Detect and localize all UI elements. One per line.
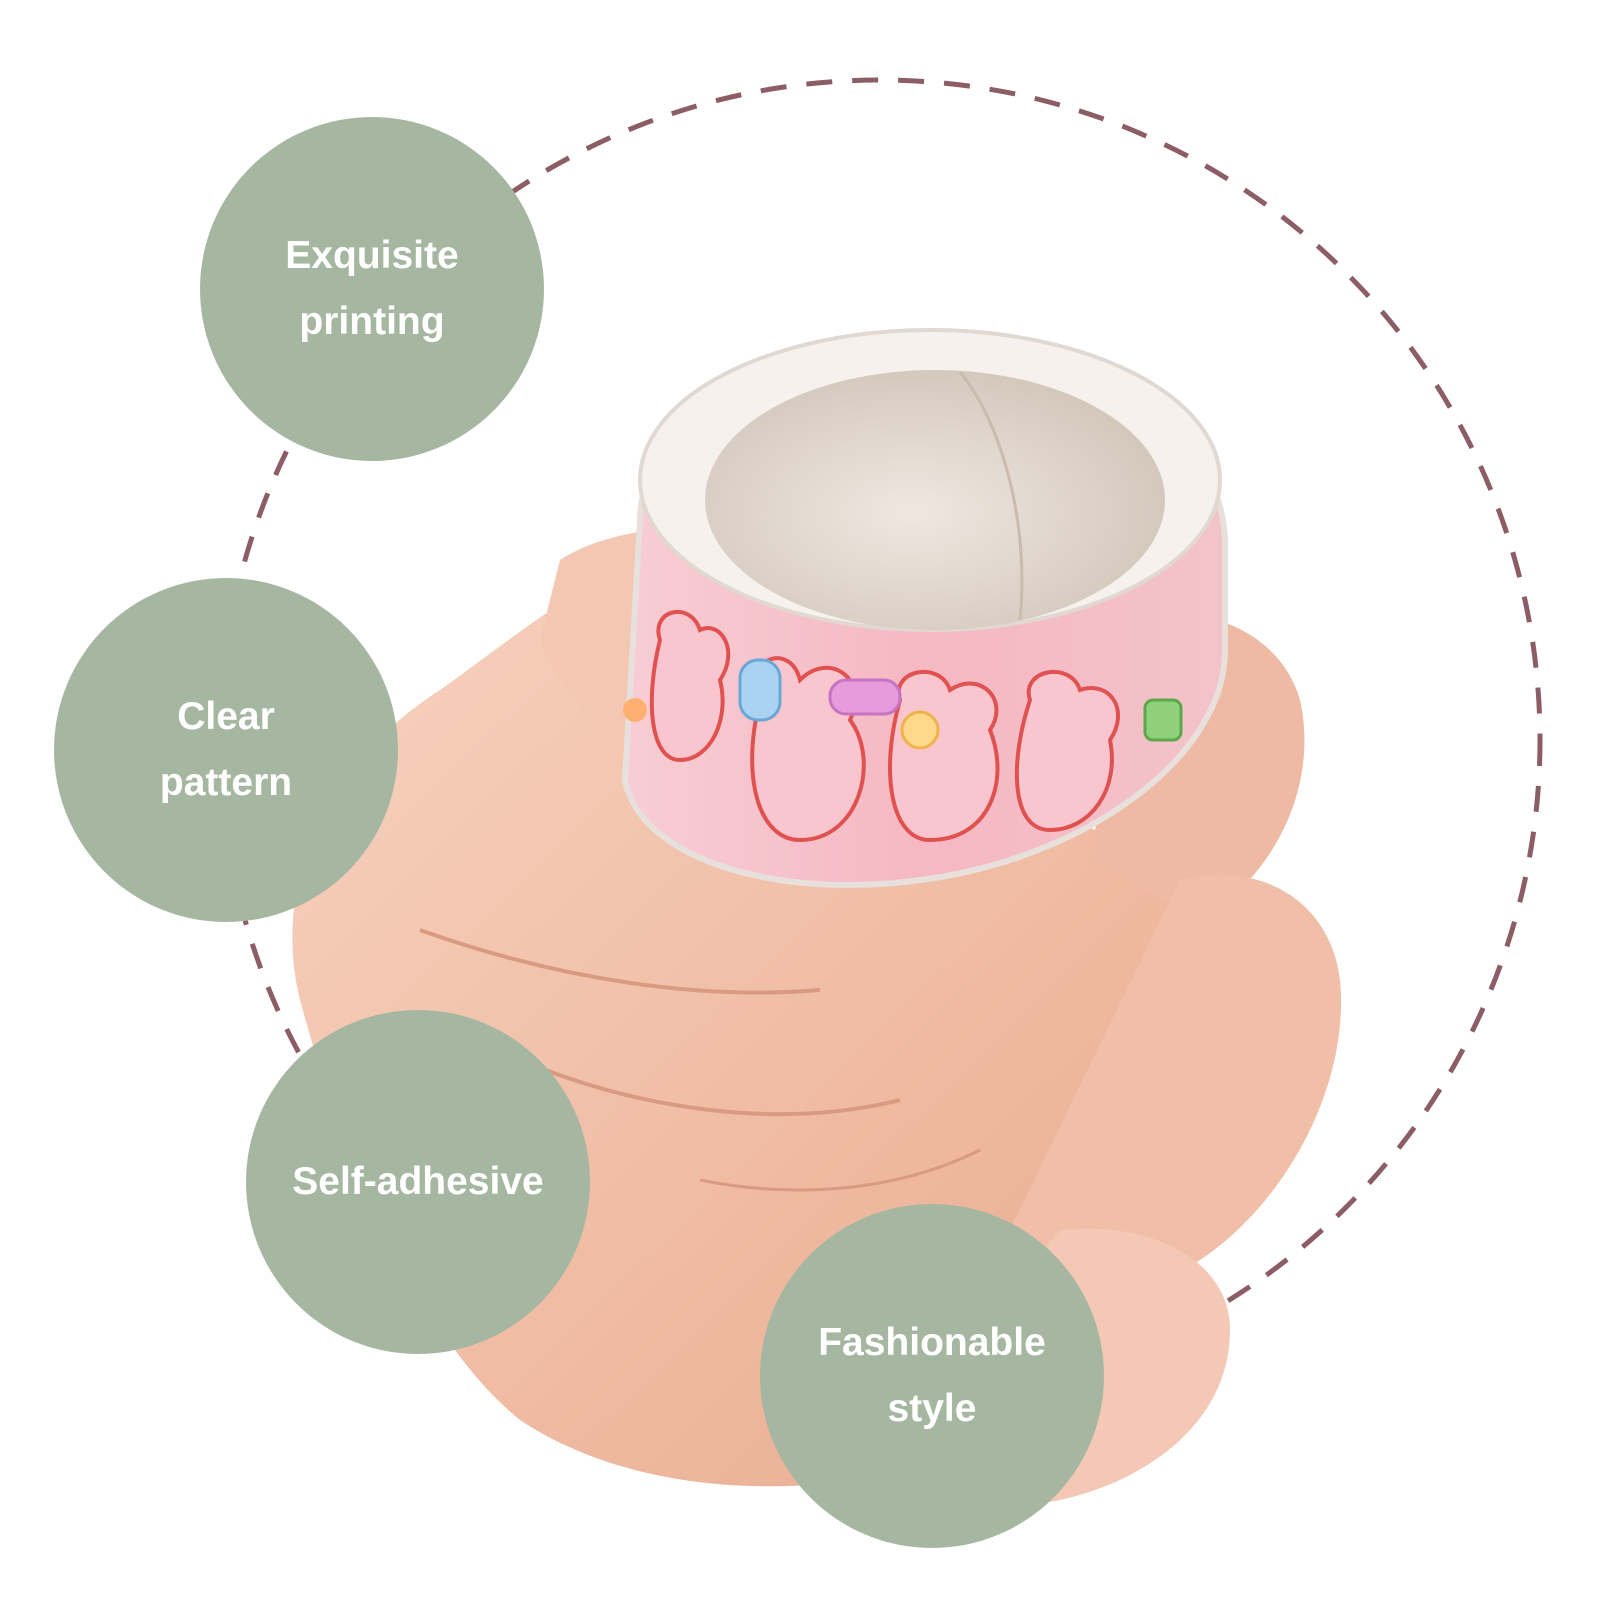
feature-badge-fashionable-style: Fashionable style <box>760 1204 1104 1548</box>
sticker-roll <box>621 328 1228 889</box>
feature-label-line1: Clear <box>177 695 275 738</box>
feature-label-line1: Exquisite <box>285 234 459 277</box>
feature-badge-exquisite-printing: Exquisite printing <box>200 117 544 461</box>
feature-label-line1: Fashionable <box>818 1321 1046 1364</box>
feature-label-line1: Self-adhesive <box>292 1160 544 1203</box>
feature-badge-self-adhesive: Self-adhesive <box>246 1010 590 1354</box>
feature-label-line2: printing <box>299 300 445 343</box>
feature-label-line2: style <box>887 1387 977 1430</box>
feature-badge-clear-pattern: Clear pattern <box>54 578 398 922</box>
feature-label-line2: pattern <box>159 761 293 804</box>
